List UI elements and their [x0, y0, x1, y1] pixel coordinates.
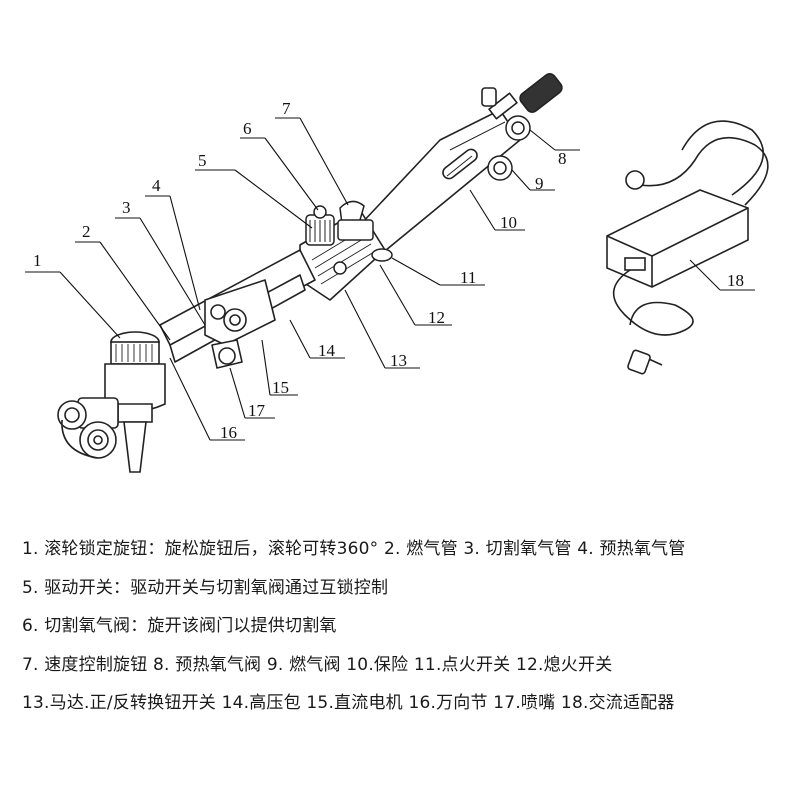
- callout-1: 1: [33, 251, 42, 270]
- ignition-switches: [333, 248, 393, 275]
- callout-7: 7: [282, 99, 291, 118]
- rear-valves: [487, 115, 531, 181]
- legend-line-2: 5. 驱动开关：驱动开关与切割氧阀通过互锁控制: [22, 577, 389, 598]
- callout-3: 3: [122, 198, 131, 217]
- callout-5: 5: [198, 151, 207, 170]
- legend-line-4: 7. 速度控制旋钮 8. 预热氧气阀 9. 燃气阀 10.保险 11.点火开关 …: [22, 654, 613, 675]
- callout-6: 6: [243, 119, 252, 138]
- legend-line-3: 6. 切割氧气阀：旋开该阀门以提供切割氧: [22, 616, 337, 636]
- top-valves: [305, 200, 374, 246]
- callout-2: 2: [82, 222, 91, 241]
- ac-adapter: [606, 120, 769, 375]
- callout-4: 4: [152, 176, 161, 195]
- callout-13: 13: [390, 351, 407, 370]
- roller-head: [57, 331, 166, 473]
- callout-15: 15: [272, 378, 289, 397]
- callout-16: 16: [220, 423, 237, 442]
- legend-line-1: 1. 滚轮锁定旋钮：旋松旋钮后，滚轮可转360° 2. 燃气管 3. 切割氧气管…: [22, 539, 686, 559]
- callout-8: 8: [558, 149, 567, 168]
- callout-14: 14: [318, 341, 336, 360]
- callout-12: 12: [428, 308, 445, 327]
- callout-10: 10: [500, 213, 517, 232]
- torch-body: [159, 73, 563, 369]
- callout-9: 9: [535, 174, 544, 193]
- callout-17: 17: [248, 401, 266, 420]
- legend-line-5: 13.马达.正/反转换钮开关 14.高压包 15.直流电机 16.万向节 17.…: [22, 693, 675, 713]
- callout-11: 11: [460, 268, 476, 287]
- callout-labels: 1 2 3 4 5 6 7 8 9 10 11 12 13 14 15 16 1…: [33, 99, 744, 442]
- leader-lines: [25, 117, 755, 441]
- callout-18: 18: [727, 271, 744, 290]
- parts-legend: 1. 滚轮锁定旋钮：旋松旋钮后，滚轮可转360° 2. 燃气管 3. 切割氧气管…: [22, 530, 792, 723]
